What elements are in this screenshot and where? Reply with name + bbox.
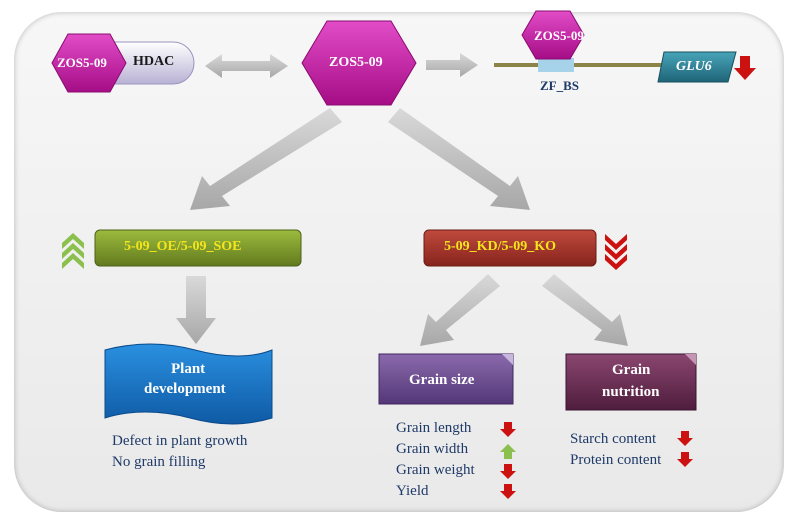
trend-up-arrow (500, 444, 516, 459)
kd-box (423, 229, 597, 267)
zos-center-label: ZOS5-09 (329, 55, 383, 70)
trend-arrows (500, 422, 693, 499)
plant-outcome-1: Defect in plant growth (112, 433, 248, 449)
glu6-box (657, 51, 737, 83)
oe-box (94, 229, 302, 267)
trend-down-arrow (677, 431, 693, 446)
zos-left-hexagon (51, 33, 127, 93)
grain-nutrition-box (565, 353, 697, 411)
nutrition-outcome-1: Starch content (570, 431, 657, 447)
zf-bs-label: ZF_BS (540, 78, 580, 93)
hdac-label: HDAC (133, 54, 175, 69)
grain-nutrition-label-1: Grain (612, 362, 651, 378)
zf-bs-site (538, 58, 574, 72)
arrow-to-gene (426, 53, 478, 77)
trend-down-arrow (677, 452, 693, 467)
double-arrow (205, 54, 288, 78)
arrow-kd-to-nutrition (542, 274, 628, 346)
oe-label: 5-09_OE/5-09_SOE (124, 239, 242, 254)
grain-nutrition-fold (685, 354, 696, 365)
grain-size-outcome-2: Grain width (396, 441, 469, 457)
nutrition-outcome-2: Protein content (570, 452, 662, 468)
glu6-label: GLU6 (676, 59, 712, 74)
grain-size-label: Grain size (409, 372, 475, 388)
grain-size-box (378, 353, 514, 405)
zos-gene-label: ZOS5-09 (534, 28, 584, 43)
dna-line (494, 63, 664, 67)
oe-up-chevrons (62, 233, 84, 269)
trend-down-arrow (500, 464, 516, 479)
zos-center-hexagon (301, 20, 417, 106)
plant-dev-label-1: Plant (171, 361, 206, 377)
plant-outcome-2: No grain filling (112, 454, 206, 470)
plant-dev-label-2: development (144, 381, 226, 397)
arrow-center-to-oe (190, 108, 342, 210)
plant-dev-banner (104, 343, 273, 425)
trend-down-arrow (500, 422, 516, 437)
arrow-kd-to-size (420, 274, 500, 346)
grain-nutrition-label-2: nutrition (602, 384, 660, 400)
zos-left-label: ZOS5-09 (57, 55, 107, 70)
grain-size-fold (502, 354, 513, 365)
zos-gene-hexagon (521, 10, 585, 60)
grain-size-outcome-4: Yield (396, 483, 429, 499)
arrow-center-to-kd (388, 108, 530, 210)
arrow-oe-to-plant (176, 276, 216, 344)
glu6-down-arrow (734, 56, 756, 80)
grain-size-outcome-1: Grain length (396, 420, 472, 436)
trend-down-arrow (500, 484, 516, 499)
kd-label: 5-09_KD/5-09_KO (444, 239, 556, 254)
grain-size-outcome-3: Grain weight (396, 462, 475, 478)
kd-down-chevrons (605, 234, 627, 270)
